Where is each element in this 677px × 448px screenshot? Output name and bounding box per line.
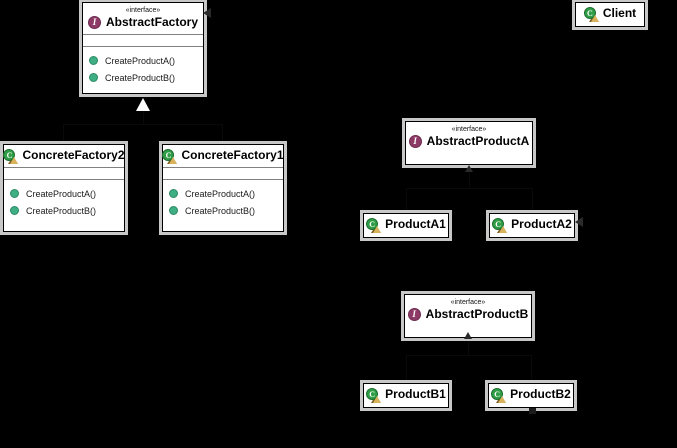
class-name-label: ConcreteFactory2 [22,148,125,162]
class-header-abstractfactory: «interface» AbstractFactory [83,3,203,35]
class-title-row: ProductA2 [492,217,572,233]
operation-label: CreateProductA() [105,55,176,66]
class-icon [492,217,508,233]
interface-icon [408,135,422,148]
generalization-arrowhead-abstractproducta [465,165,473,172]
attributes-compartment [163,168,283,180]
class-header-productb2: ProductB2 [489,384,573,405]
class-title-row: Client [582,6,638,22]
class-title-row: AbstractProductA [408,134,529,149]
operations-compartment: CreateProductA() CreateProductB() [163,180,283,225]
generalization-line-productb2 [531,355,532,383]
stereotype-label: «interface» [451,126,487,133]
class-title-row: ProductA1 [366,217,446,233]
generalization-line-productb-horizontal [406,355,531,356]
class-title-row: ProductB2 [491,387,571,403]
class-name-label: ProductA1 [385,217,446,231]
class-header-abstractproductb: «interface» AbstractProductB [405,295,531,326]
public-operation-icon [89,56,98,65]
operation-row: CreateProductB() [169,202,277,219]
class-name-label: Client [602,6,637,20]
operations-compartment: CreateProductA() CreateProductB() [4,180,124,225]
operation-row: CreateProductA() [89,52,197,69]
generalization-line-factory-vertical [143,100,144,124]
operation-row: CreateProductB() [10,202,118,219]
connector-marker-abstractfactory-right [203,8,211,18]
class-box-abstractfactory[interactable]: «interface» AbstractFactory CreateProduc… [79,0,207,97]
class-header-concretefactory1: ConcreteFactory1 [162,145,284,168]
class-icon [366,387,382,403]
class-title-row: ProductB1 [366,387,446,403]
class-icon [491,387,507,403]
public-operation-icon [89,73,98,82]
generalization-line-productb1 [406,355,407,383]
class-name-label: ConcreteFactory1 [181,148,284,162]
generalization-line-producta-horizontal [406,188,533,189]
class-header-producta2: ProductA2 [490,214,574,235]
class-name-label: AbstractProductA [426,134,530,148]
class-name-label: AbstractProductB [425,307,529,321]
class-box-abstractproducta[interactable]: «interface» AbstractProductA [402,118,536,168]
class-icon [162,148,178,164]
class-name-label: AbstractFactory [105,15,199,29]
interface-icon [407,308,421,321]
class-name-label: ProductB2 [510,387,571,401]
public-operation-icon [10,206,19,215]
generalization-line-concretefactory1 [222,124,223,144]
class-title-row: AbstractProductB [407,307,528,322]
operation-label: CreateProductB() [26,205,97,216]
generalization-line-producta-vertical [469,170,470,188]
operation-label: CreateProductA() [185,188,256,199]
class-name-label: ProductA2 [511,217,572,231]
public-operation-icon [169,206,178,215]
class-box-producta1[interactable]: ProductA1 [360,210,452,241]
operation-label: CreateProductB() [105,72,176,83]
operation-label: CreateProductB() [185,205,256,216]
operation-row: CreateProductA() [10,185,118,202]
class-header-productb1: ProductB1 [364,384,448,405]
class-box-concretefactory2[interactable]: ConcreteFactory2 CreateProductA() Create… [0,141,128,235]
generalization-line-productb-vertical [468,337,469,355]
class-title-row: ConcreteFactory2 [3,148,125,164]
class-name-label: ProductB1 [385,387,446,401]
class-icon [366,217,382,233]
operation-row: CreateProductA() [169,185,277,202]
class-header-abstractproducta: «interface» AbstractProductA [406,122,532,153]
public-operation-icon [169,189,178,198]
class-box-producta2[interactable]: ProductA2 [486,210,578,241]
generalization-line-concretefactory2 [63,124,64,144]
generalization-line-producta1 [406,188,407,214]
class-title-row: ConcreteFactory1 [162,148,284,164]
generalization-arrowhead-abstractfactory [136,98,150,111]
connector-marker-producta2-right [575,217,583,227]
attributes-compartment [83,35,203,47]
generalization-line-factory-horizontal [63,124,223,125]
class-icon [3,148,19,164]
public-operation-icon [10,189,19,198]
interface-icon [87,16,101,29]
class-header-client: Client [576,3,644,24]
class-title-row: AbstractFactory [87,15,199,30]
attributes-compartment [4,168,124,180]
generalization-arrowhead-abstractproductb [464,332,472,339]
stereotype-label: «interface» [125,7,161,14]
class-header-producta1: ProductA1 [364,214,448,235]
class-box-concretefactory1[interactable]: ConcreteFactory1 CreateProductA() Create… [159,141,287,235]
class-header-concretefactory2: ConcreteFactory2 [3,145,125,168]
class-box-productb1[interactable]: ProductB1 [360,380,452,411]
class-icon [583,6,599,22]
operation-row: CreateProductB() [89,69,197,86]
connector-stub-productb2-bottom [529,408,536,414]
class-box-client[interactable]: Client [572,0,648,30]
class-box-abstractproductb[interactable]: «interface» AbstractProductB [401,291,535,341]
class-box-productb2[interactable]: ProductB2 [485,380,577,411]
operation-label: CreateProductA() [26,188,97,199]
operations-compartment: CreateProductA() CreateProductB() [83,47,203,92]
generalization-line-producta2 [532,188,533,214]
stereotype-label: «interface» [450,299,486,306]
